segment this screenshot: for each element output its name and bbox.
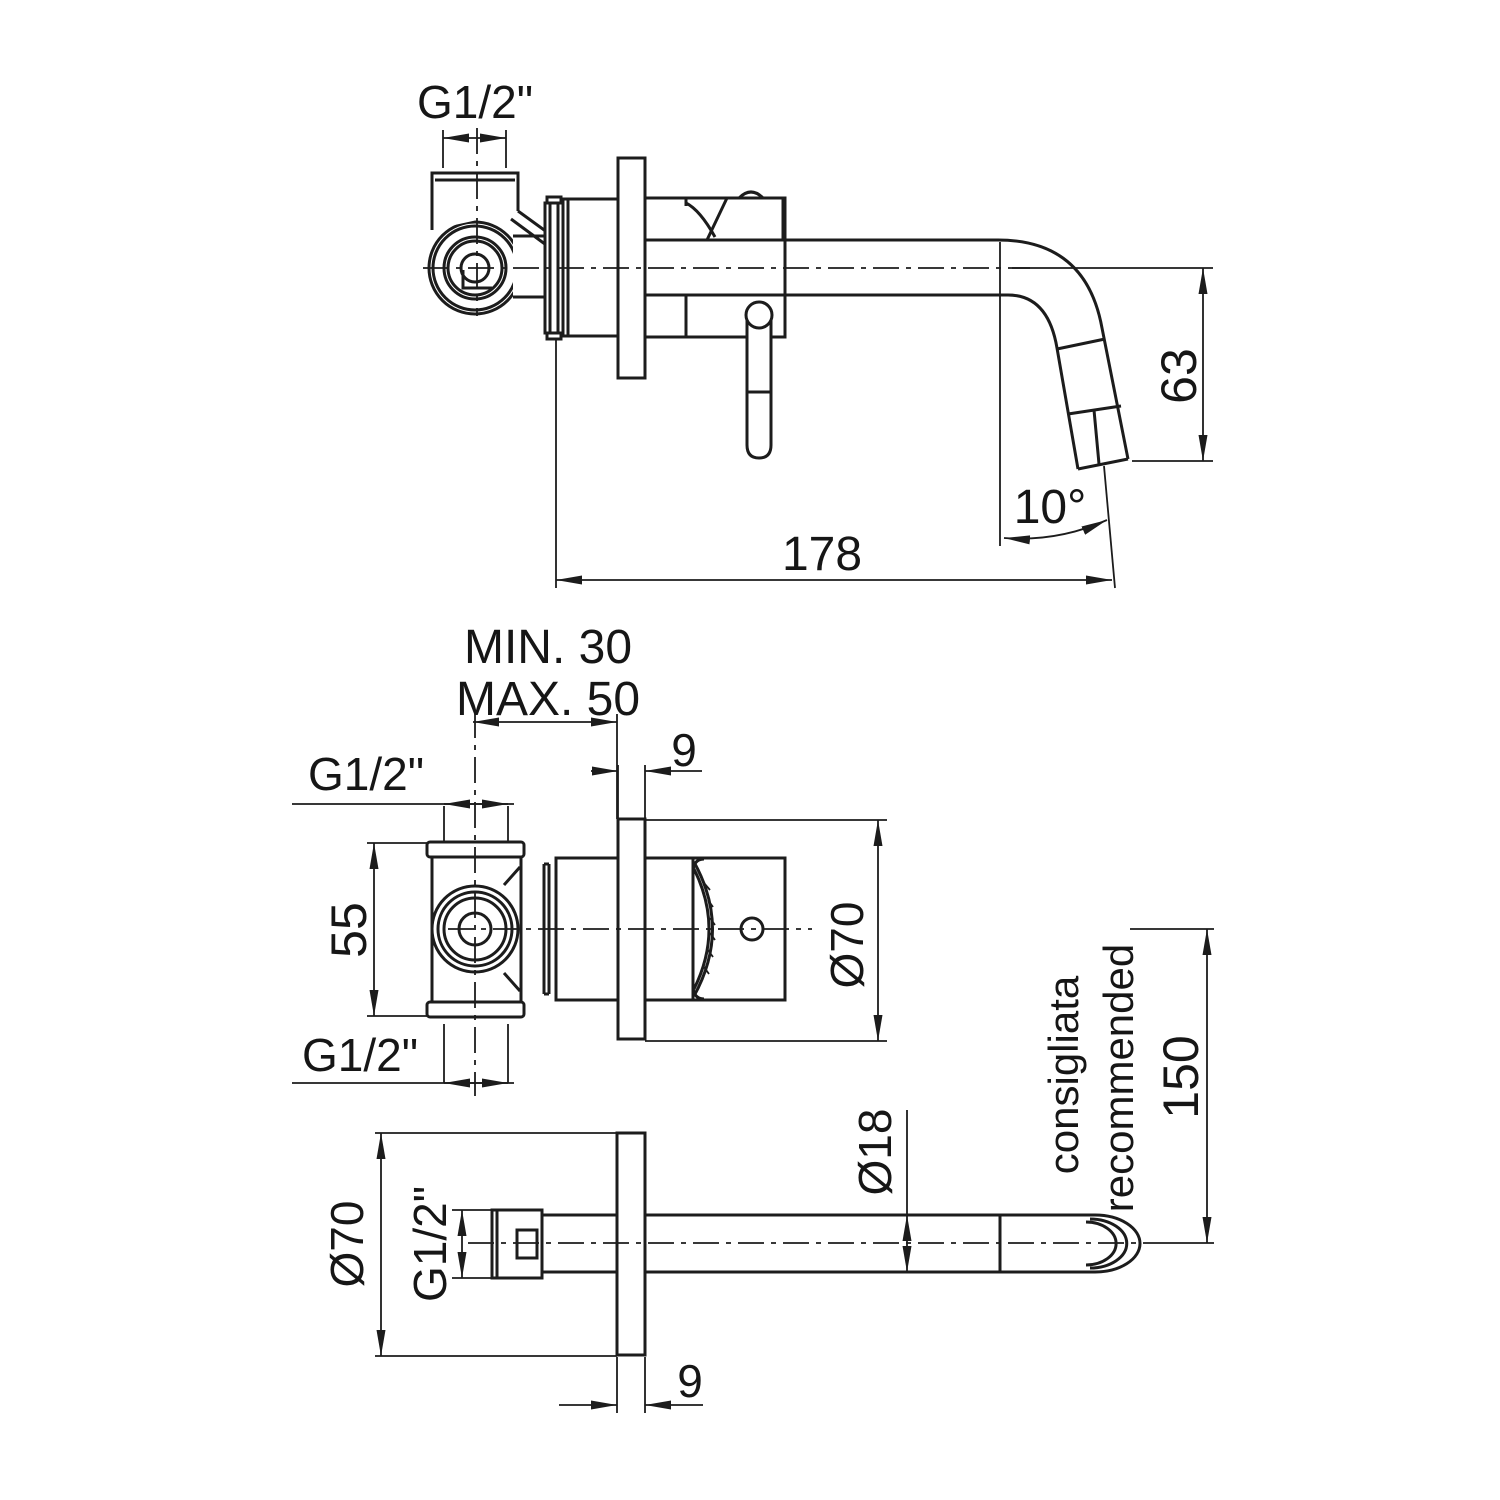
plan-view: MIN. 30 MAX. 50 G1/2" 55 G1/2" 9 (292, 621, 887, 1096)
dim-spout-angle: 10° (999, 242, 1108, 546)
inlet-fitting (430, 171, 563, 252)
spout-nut (490, 1208, 544, 1280)
dim-spout-reach: 178 (555, 340, 1116, 589)
dim-flange-thickness-plan: 9 (591, 724, 702, 818)
dim-flange-diameter-front: Ø70 (321, 1132, 617, 1357)
flange-thickness-front-label: 9 (677, 1355, 703, 1407)
spout-thread-label: G1/2" (404, 1186, 456, 1302)
dim-body-height: 55 (321, 842, 427, 1017)
front-view: Ø70 G1/2" Ø18 9 150 consigliata re (321, 928, 1214, 1413)
spout-reach-label: 178 (782, 528, 862, 581)
dim-thread-top: G1/2" (292, 748, 514, 841)
dim-recess-depth: MIN. 30 MAX. 50 (456, 621, 640, 819)
note-italian-label: consigliata (1040, 975, 1087, 1174)
front-wall-flange (615, 1131, 647, 1357)
body-height-label: 55 (321, 902, 377, 958)
front-spout-tube (542, 1213, 1142, 1274)
dim-spout-thread: G1/2" (404, 1186, 492, 1302)
thread-top-label: G1/2" (308, 748, 424, 800)
inlet-thread-label: G1/2" (417, 76, 533, 128)
note-english-label: recommended (1095, 944, 1142, 1212)
spout-diameter-label: Ø18 (849, 1109, 901, 1196)
side-view: G1/2" 178 63 10° (417, 76, 1213, 589)
dim-inlet-thread: G1/2" (417, 76, 533, 168)
spout-tube (645, 238, 1130, 471)
lever-rod (744, 300, 774, 460)
spout-drop-label: 63 (1151, 348, 1207, 404)
flange-thickness-plan-label: 9 (671, 724, 697, 776)
spout-angle-label: 10° (1014, 481, 1087, 534)
flange-diameter-plan-label: Ø70 (821, 902, 873, 989)
dim-spout-drop: 63 (1012, 267, 1213, 462)
mixer-lever (685, 190, 785, 242)
max-depth-label: MAX. 50 (456, 673, 640, 726)
flange-diameter-front-label: Ø70 (321, 1201, 373, 1288)
dim-flange-thickness-front: 9 (559, 1355, 703, 1413)
dim-thread-bottom: G1/2" (292, 1024, 514, 1088)
dim-spout-diameter: Ø18 (849, 1109, 912, 1272)
dim-flange-diameter-plan: Ø70 (645, 819, 887, 1042)
cartridge-cap (543, 195, 565, 341)
axis-distance-label: 150 (1153, 1035, 1209, 1118)
connector-band (513, 234, 547, 299)
dim-axis-distance: 150 consigliata recommended (1040, 928, 1214, 1244)
thread-bottom-label: G1/2" (302, 1029, 418, 1081)
min-depth-label: MIN. 30 (464, 621, 632, 674)
